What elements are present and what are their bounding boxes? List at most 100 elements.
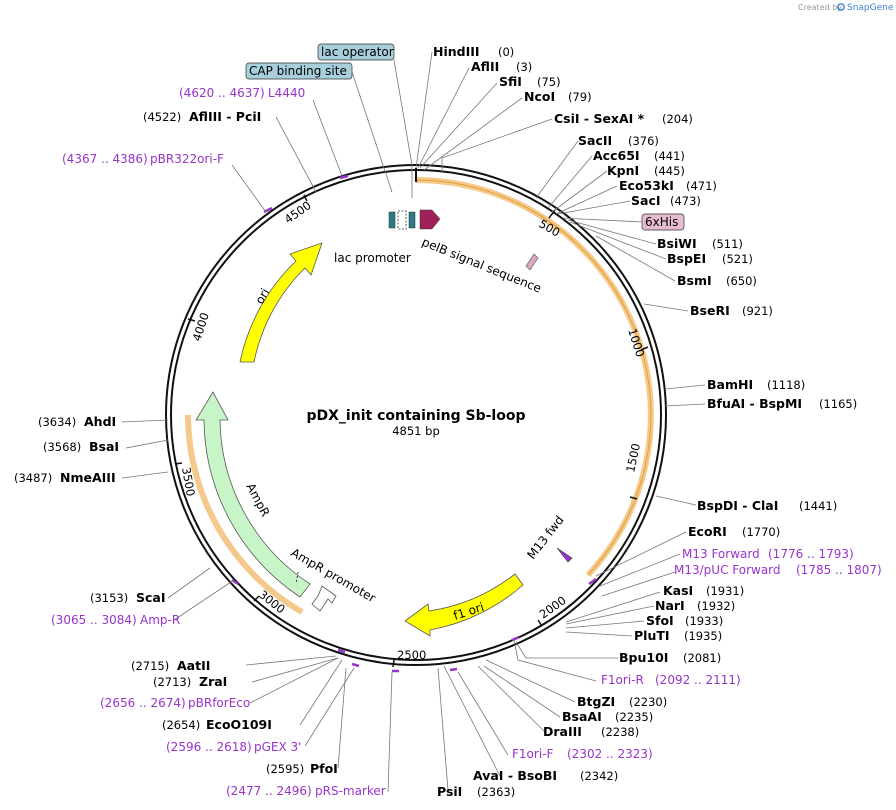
site-pos: (1933) [685,614,723,628]
tick-3500 [174,462,183,465]
plasmid-name: pDX_init containing Sb-loop [307,408,526,424]
tick-label-500: 500 [537,216,563,239]
site-name: EcoO109I [206,717,272,732]
boxed-label-cap-binding-site: CAP binding site [249,64,347,78]
site-pos: (445) [654,164,685,178]
site-pos: (3568) [43,440,81,454]
site-pos: (4522) [143,110,181,124]
site-name: BspEI [667,251,706,266]
boxed-label-lac-operator: lac operator [321,45,394,59]
site-name: Acc65I [593,148,640,163]
tick-3000 [253,595,260,602]
site-name: Bpu10I [619,650,668,665]
plasmid-length: 4851 bp [392,424,440,438]
site-name: BamHI [707,377,753,392]
f1-ori-arrow-icon [404,573,524,637]
site-name: Eco53kI [619,178,674,193]
ampr-promoter-arrow-icon [311,585,337,612]
backbone-outer-strand [165,164,667,666]
primer-range: (4620 .. 4637) [179,86,265,100]
site-pos: (2235) [615,710,653,724]
cap-site-box-icon [388,211,396,229]
primer-range: (2302 .. 2323) [567,747,653,761]
primer-name: pRS-marker [315,784,386,798]
primer-range: (2656 .. 2674) [100,696,186,710]
lac-operator-box-icon [408,211,416,229]
tick-2000 [537,619,543,627]
feature-label-lac-promoter: lac promoter [334,251,411,265]
cap-binding-label-box [245,62,353,80]
tick-label-4500: 4500 [282,198,314,226]
site-pos: (521) [722,252,753,266]
primer-range: (1785 .. 1807) [796,563,882,577]
primer-name: M13/pUC Forward [674,563,781,577]
tick-marks [174,194,649,668]
site-pos: (2238) [601,725,639,739]
site-pos: (2595) [266,762,304,776]
tick-500 [548,209,556,219]
site-name: PluTI [634,628,670,643]
boxed-label-6xhis: 6xHis [645,215,678,229]
site-name: BspDI - ClaI [697,498,778,513]
primer-range: (2596 .. 2618) [166,740,252,754]
feature-label-ampr: AmpR [243,481,272,519]
site-name: SacI [631,193,661,208]
site-pos: (1932) [697,599,735,613]
site-name: ZraI [199,674,227,689]
site-name: HindIII [433,44,480,59]
site-name: SfiI [499,74,522,89]
tick-label-1000: 1000 [625,327,647,359]
m13-fwd-primer-icon [556,547,573,563]
site-name: BseRI [690,303,730,318]
site-pos: (204) [662,112,693,126]
site-pos: (2342) [580,769,618,783]
ampr-arrow-icon [195,391,311,598]
primer-range: (1776 .. 1793) [768,547,854,561]
site-pos: (1441) [799,499,837,513]
site-pos: (2363) [477,785,515,799]
feature-label-ori: ori [252,286,272,307]
feature-label-m13-fwd: M13 fwd [524,513,566,562]
pelb-arrow-icon [419,209,441,230]
tick-4000 [187,318,196,322]
site-name: AvaI - BsoBI [473,768,557,783]
site-name: NcoI [524,89,555,104]
feature-label-pelb: pelB signal sequence [420,235,543,296]
site-pos: (2713) [153,675,191,689]
site-pos: (1931) [706,584,744,598]
primer-range: (3065 .. 3084) [51,613,137,627]
brand-prefix: Created by [798,3,842,12]
site-name: BtgZI [577,694,615,709]
site-pos: (0) [498,45,514,59]
site-pos: (79) [568,90,592,104]
site-name: DraIII [543,724,582,739]
site-pos: (471) [686,179,717,193]
sixhis-feature-icon [525,253,539,271]
tick-label-2500: 2500 [397,648,426,662]
highlight-ampr-region [185,414,304,615]
site-name: BsaI [89,439,119,454]
snapgene-brand: Created by SnapGene [798,3,894,13]
site-pos: (473) [670,194,701,208]
primer-name: M13 Forward [682,547,760,561]
primer-site-marks [231,174,597,673]
tick-1500 [629,496,638,500]
tick-2500 [392,659,395,668]
site-pos: (441) [654,149,685,163]
site-name: AatII [177,658,210,673]
tick-4500 [303,194,308,202]
site-name: KpnI [607,163,639,178]
primer-name: pGEX 3' [254,740,301,754]
site-pos: (1118) [767,378,805,392]
primer-range: (4367 .. 4386) [62,152,148,166]
primer-name: Amp-R [140,613,180,627]
primer-name: pBR322ori-F [150,152,224,166]
tick-label-3500: 3500 [179,466,198,497]
feature-label-f1-ori: f1 ori [452,600,486,623]
tick-1000 [640,346,649,351]
site-name: PfoI [310,761,338,776]
site-name: BsaAI [562,709,602,724]
site-pos: (511) [712,237,743,251]
site-name: AflII [471,59,499,74]
tick-label-1500: 1500 [623,442,643,474]
